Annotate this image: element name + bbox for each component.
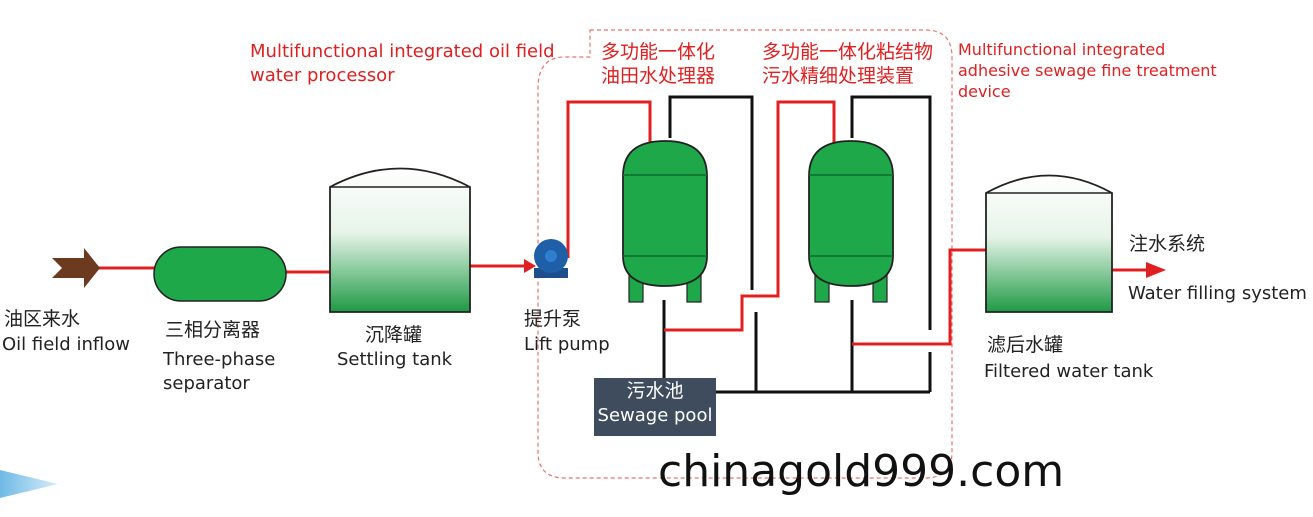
adhesive-device-label-zh-2: 污水精细处理装置	[762, 65, 915, 87]
lift-pump-label-en: Lift pump	[524, 334, 610, 355]
process-pipes	[98, 100, 1150, 346]
filtered-water-tank	[985, 174, 1113, 313]
sewage-pipe-processor-top	[668, 95, 754, 290]
lift-pump-icon	[534, 239, 568, 278]
adhesive-device-label-zh-1: 多功能一体化粘结物	[762, 41, 934, 63]
integrated-unit-boundary	[537, 29, 953, 479]
filtered-tank-label-zh: 滤后水罐	[987, 334, 1064, 356]
settling-tank-label-zh: 沉降罐	[365, 324, 423, 346]
adhesive-device-label-en-1: Multifunctional integrated	[958, 40, 1166, 59]
arrow-to-pump	[524, 259, 536, 273]
sewage-pipes	[662, 95, 932, 394]
settling-tank-label-en: Settling tank	[337, 349, 453, 370]
adhesive-sewage-treatment-vessel	[808, 140, 894, 303]
inflow-label-zh: 油区来水	[4, 308, 81, 330]
separator-label-en-1: Three-phase	[163, 349, 276, 370]
processor-label-en-1: Multifunctional integrated oil field	[250, 41, 555, 62]
pipe-processor-to-adhesive	[664, 100, 836, 332]
watermark-text: chinagold999.com	[658, 446, 1065, 497]
arrow-to-water-filling-system	[1146, 262, 1166, 278]
separator-label-en-2: separator	[163, 373, 250, 394]
oil-field-inflow-arrow-icon	[52, 248, 100, 288]
settling-tank	[329, 167, 471, 313]
three-phase-separator	[153, 246, 287, 302]
processor-label-zh-2: 油田水处理器	[601, 65, 716, 87]
sewage-pool: 污水池 Sewage pool	[594, 378, 716, 436]
separator-label-zh: 三相分离器	[165, 319, 261, 341]
oil-field-water-processor-vessel	[622, 140, 708, 303]
processor-label-en-2: water processor	[250, 65, 395, 86]
inflow-label-en: Oil field inflow	[2, 334, 130, 355]
pipe-adhesive-to-filtered-tank	[852, 248, 986, 346]
lift-pump-label-zh: 提升泵	[524, 308, 582, 330]
background-accent-shape	[0, 470, 58, 498]
adhesive-device-label-en-3: device	[958, 82, 1011, 101]
sewage-pipe-adhesive-top	[850, 95, 932, 330]
sewage-pool-label-en: Sewage pool	[597, 405, 713, 426]
water-filling-label-en: Water filling system	[1128, 283, 1307, 304]
adhesive-device-label-en-2: adhesive sewage fine treatment	[958, 61, 1217, 80]
pipe-pump-to-processor	[566, 100, 652, 258]
processor-label-zh-1: 多功能一体化	[601, 41, 716, 63]
sewage-pool-label-zh: 污水池	[626, 380, 684, 402]
filtered-tank-label-en: Filtered water tank	[984, 361, 1154, 382]
water-filling-label-zh: 注水系统	[1129, 233, 1206, 255]
